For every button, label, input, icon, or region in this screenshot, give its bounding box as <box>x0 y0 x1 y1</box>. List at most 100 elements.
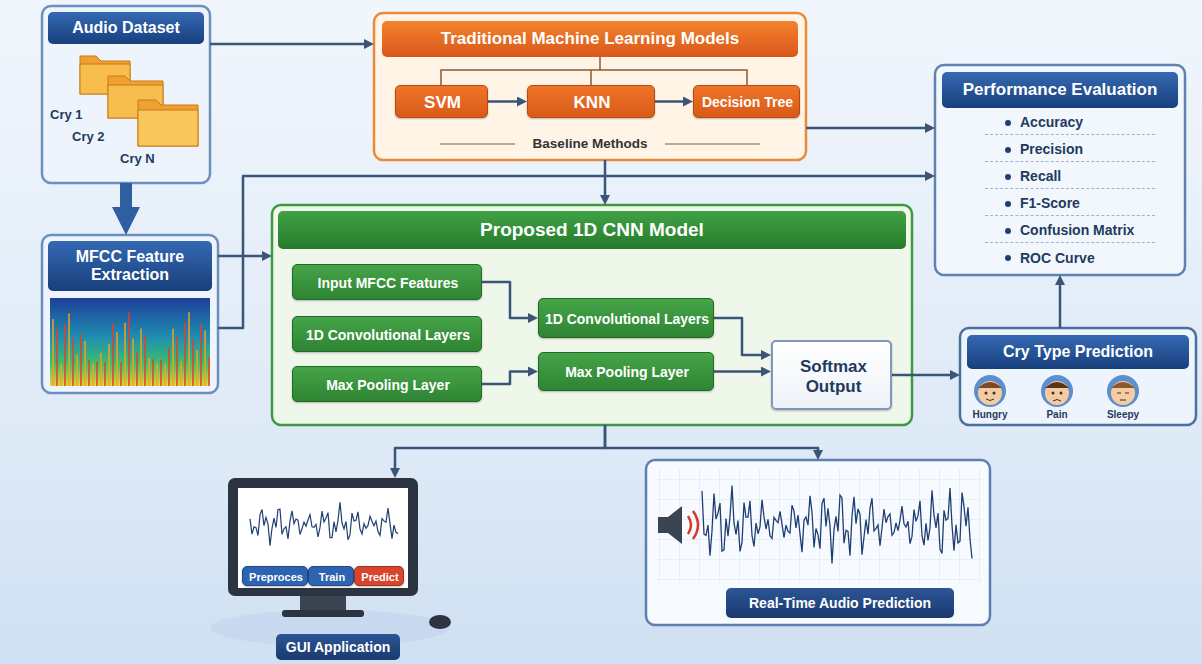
feature-panel: MFCC Feature Extraction <box>42 235 218 393</box>
metric-item: Confusion Matrix <box>1020 222 1134 238</box>
list-item: Accuracy <box>985 111 1155 135</box>
connector <box>1059 285 1062 328</box>
box-body: SVM <box>396 86 489 119</box>
bracket <box>441 56 747 85</box>
panel-header: Audio Dataset <box>48 12 204 44</box>
model-box: Decision Tree <box>693 85 800 118</box>
gui-monitor: GUI ApplicationPreprocesTrainPredict <box>228 478 418 608</box>
box-body: Max Pooling Layer <box>539 353 715 392</box>
panel-fill <box>272 205 912 425</box>
speaker-icon <box>658 506 698 544</box>
box-text: Preproces <box>249 571 303 584</box>
gui-button: Preproces <box>242 566 308 586</box>
connector <box>604 160 607 195</box>
panel-fill <box>935 65 1185 275</box>
box-text: Input MFCC Features <box>318 275 459 291</box>
baby-face-icons <box>974 375 1139 407</box>
connector <box>806 127 925 130</box>
panel-header: Cry Type Prediction <box>967 335 1189 369</box>
panel-fill <box>374 13 806 160</box>
box-text: Softmax Output <box>777 357 890 396</box>
panel-fill <box>42 6 210 183</box>
panel-header: MFCC Feature Extraction <box>48 241 212 291</box>
connector <box>714 370 761 373</box>
box-body: 1D Convolutional Layers <box>293 317 483 353</box>
box-body: 1D Convolutional Layers <box>539 299 715 339</box>
panel-title: Cry Type Prediction <box>1003 343 1153 361</box>
bullet-dot <box>1005 255 1011 261</box>
bullet-dot <box>1005 120 1011 126</box>
sub-text: Sleepy <box>1107 409 1139 421</box>
folder-label: Cry 1 <box>50 108 83 123</box>
list-item: Precision <box>985 138 1155 162</box>
folder-label: Cry 2 <box>72 130 105 145</box>
sub-text: Baseline Methods <box>533 136 648 152</box>
label-pill: GUI Application <box>276 634 400 660</box>
connector <box>655 100 683 103</box>
sub-label: Pain <box>1032 408 1082 422</box>
gui-button: Predict <box>354 566 404 586</box>
box-text: Predict <box>361 571 398 584</box>
sub-label: Sleepy <box>1098 408 1148 422</box>
panel-fill <box>42 235 218 393</box>
panel-fill <box>646 460 990 625</box>
panel-title: Audio Dataset <box>72 19 180 37</box>
panel-header: Traditional Machine Learning Models <box>382 21 798 57</box>
bullet-dot <box>1005 174 1011 180</box>
box-body: Softmax Output <box>773 342 894 412</box>
box-text: Decision Tree <box>702 94 793 110</box>
connector <box>714 318 761 355</box>
box-text: Max Pooling Layer <box>565 364 689 380</box>
layer-box: 1D Convolutional Layers <box>538 298 714 338</box>
box-text: Max Pooling Layer <box>326 377 450 393</box>
sub-text: Hungry <box>973 409 1008 421</box>
box-body: Max Pooling Layer <box>293 367 483 403</box>
gui-button: Train <box>308 566 354 586</box>
model-box: SVM <box>395 85 488 118</box>
metric-item: ROC Curve <box>1020 250 1095 266</box>
panel-fill <box>960 328 1196 425</box>
layer-box: 1D Convolutional Layers <box>292 316 482 352</box>
layer-box: Max Pooling Layer <box>292 366 482 402</box>
list-item: F1-Score <box>985 192 1155 216</box>
connector <box>210 43 364 46</box>
list-item: Recall <box>985 165 1155 189</box>
box-body: Preproces <box>243 567 309 587</box>
layer-box: Max Pooling Layer <box>538 352 714 391</box>
bullet-dot <box>1005 228 1011 234</box>
panel-title: MFCC Feature Extraction <box>52 248 208 285</box>
metric-item: F1-Score <box>1020 195 1080 211</box>
model-box: KNN <box>527 85 655 118</box>
baseline-panel: Traditional Machine Learning ModelsBasel… <box>374 13 806 160</box>
prediction-panel: Cry Type PredictionHungry Pain Sleepy <box>960 328 1196 425</box>
box-text: 1D Convolutional Layers <box>545 311 709 327</box>
connector <box>218 255 262 258</box>
realtime-panel: Real-Time Audio Prediction <box>646 460 990 625</box>
connector <box>605 425 818 450</box>
spectrogram-bars <box>52 312 210 386</box>
connector <box>482 372 528 385</box>
panel-header: Performance Evaluation <box>942 72 1178 108</box>
connector <box>892 374 950 377</box>
pill-text: GUI Application <box>286 639 390 655</box>
box-text: Train <box>319 571 345 584</box>
box-body: KNN <box>528 86 656 119</box>
folder-label: Cry N <box>120 152 155 167</box>
grid <box>654 468 982 583</box>
box-text: 1D Convolutional Layers <box>306 327 470 343</box>
list-item: Confusion Matrix <box>985 219 1155 243</box>
box-text: SVM <box>424 93 461 113</box>
spectrogram <box>50 298 210 386</box>
list-item: ROC Curve <box>985 246 1155 270</box>
box-body: Decision Tree <box>694 86 801 119</box>
bullet-dot <box>1005 201 1011 207</box>
box-body: Predict <box>355 567 405 587</box>
label-pill: Real-Time Audio Prediction <box>726 588 954 618</box>
evaluation-panel: Performance EvaluationAccuracyPrecisionR… <box>935 65 1185 275</box>
box-text: KNN <box>574 93 611 113</box>
metric-item: Precision <box>1020 141 1083 157</box>
sub-label: Hungry <box>965 408 1015 422</box>
box-body: Input MFCC Features <box>293 265 483 301</box>
connector <box>120 183 132 207</box>
connector <box>482 282 528 318</box>
